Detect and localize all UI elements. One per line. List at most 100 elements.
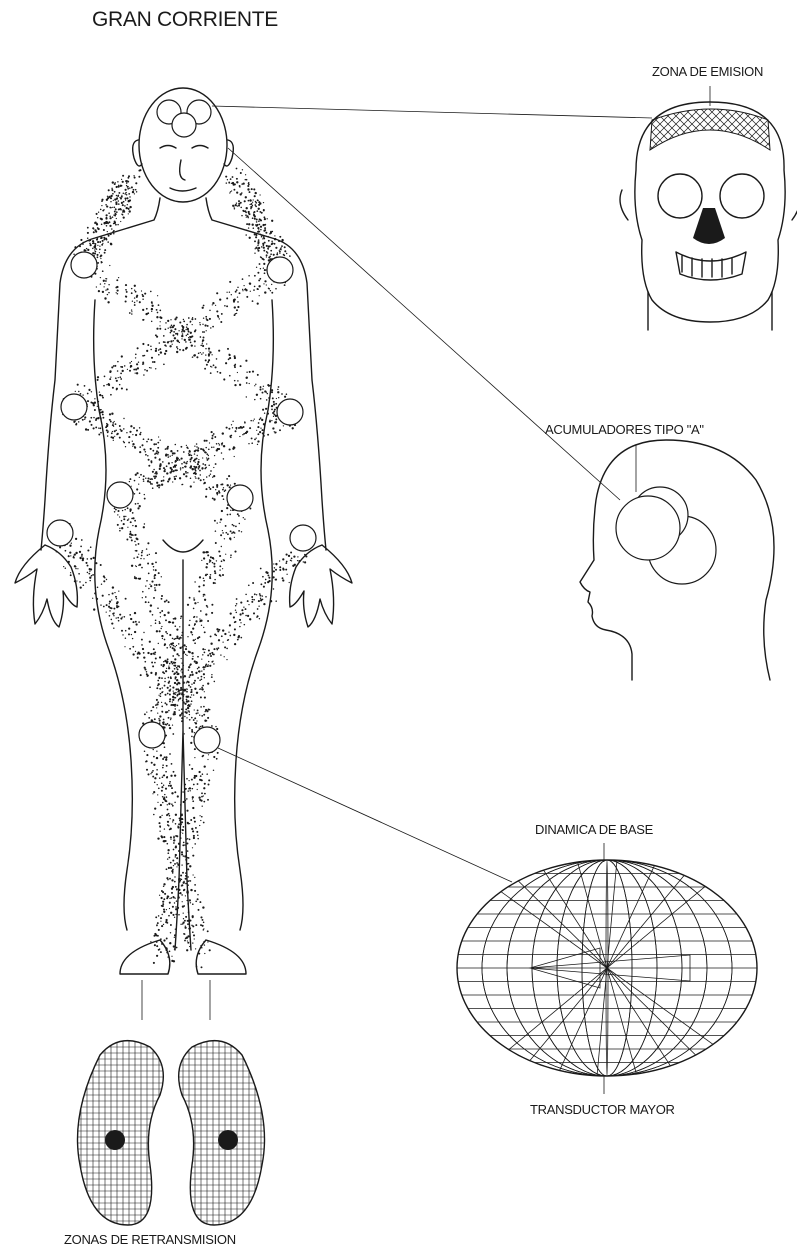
stipple-dot (211, 366, 212, 367)
stipple-dot (103, 286, 104, 287)
stipple-dot (238, 427, 240, 429)
stipple-dot (187, 920, 189, 922)
stipple-dot (135, 291, 137, 293)
stipple-dot (183, 855, 184, 856)
stipple-dot (193, 481, 194, 482)
stipple-dot (203, 483, 204, 484)
stipple-dot (226, 297, 228, 299)
stipple-dot (234, 621, 236, 623)
stipple-dot (191, 729, 193, 731)
stipple-dot (132, 191, 134, 193)
stipple-dot (195, 924, 197, 926)
stipple-dot (119, 384, 121, 386)
stipple-dot (65, 550, 67, 552)
stipple-dot (199, 618, 200, 619)
stipple-dot (208, 784, 210, 786)
stipple-dot (289, 255, 291, 257)
stipple-dot (159, 831, 160, 832)
stipple-dot (179, 626, 180, 627)
stipple-dot (254, 385, 255, 386)
stipple-dot (211, 447, 213, 449)
stipple-dot (197, 656, 199, 658)
stipple-dot (185, 648, 187, 650)
stipple-dot (219, 318, 220, 319)
stipple-dot (221, 452, 223, 454)
stipple-dot (215, 366, 217, 368)
stipple-dot (163, 898, 165, 900)
stipple-dot (192, 800, 194, 802)
stipple-dot (224, 646, 226, 648)
stipple-dot (166, 938, 168, 940)
stipple-dot (134, 297, 135, 298)
stipple-dot (113, 615, 114, 616)
stipple-dot (190, 742, 192, 744)
stipple-dot (200, 706, 202, 708)
stipple-dot (190, 691, 192, 693)
stipple-dot (155, 562, 157, 564)
stipple-dot (241, 609, 243, 611)
stipple-dot (237, 287, 238, 288)
stipple-dot (143, 632, 144, 633)
stipple-dot (103, 239, 105, 241)
stipple-dot (137, 556, 139, 558)
stipple-dot (196, 692, 198, 694)
stipple-dot (207, 361, 209, 363)
stipple-dot (258, 285, 260, 287)
stipple-dot (167, 896, 169, 898)
stipple-dot (202, 463, 204, 465)
stipple-dot (208, 455, 209, 456)
stipple-dot (97, 227, 99, 229)
stipple-dot (227, 514, 229, 516)
stipple-dot (81, 555, 83, 557)
stipple-dot (176, 835, 178, 837)
stipple-dot (202, 755, 204, 757)
stipple-dot (141, 567, 143, 569)
stipple-dot (89, 243, 91, 245)
node-left-knee (139, 722, 165, 748)
stipple-dot (159, 310, 161, 312)
stipple-dot (192, 916, 194, 918)
stipple-dot (171, 892, 173, 894)
stipple-dot (135, 357, 136, 358)
stipple-dot (73, 253, 75, 255)
stipple-dot (242, 289, 243, 290)
stipple-dot (246, 371, 247, 372)
stipple-dot (80, 393, 82, 395)
stipple-dot (170, 676, 172, 678)
stipple-dot (163, 840, 165, 842)
stipple-dot (139, 301, 141, 303)
stipple-dot (94, 398, 95, 399)
stipple-dot (242, 426, 244, 428)
stipple-dot (192, 798, 193, 799)
stipple-dot (260, 583, 262, 585)
stipple-dot (101, 244, 103, 246)
stipple-dot (174, 902, 175, 903)
stipple-dot (123, 523, 125, 525)
stipple-dot (212, 326, 214, 328)
stipple-dot (234, 551, 236, 553)
stipple-dot (190, 696, 192, 698)
stipple-dot (197, 838, 199, 840)
stipple-dot (201, 796, 203, 798)
stipple-dot (150, 478, 152, 480)
stipple-dot (193, 694, 194, 695)
stipple-dot (122, 634, 123, 635)
stipple-dot (94, 243, 96, 245)
stipple-dot (262, 409, 264, 411)
stipple-dot (202, 457, 203, 458)
stipple-dot (203, 714, 205, 716)
stipple-dot (137, 657, 139, 659)
stipple-dot (246, 217, 247, 218)
stipple-dot (155, 672, 157, 674)
stipple-dot (174, 774, 176, 776)
stipple-dot (174, 478, 176, 480)
stipple-dot (108, 383, 110, 385)
stipple-dot (126, 182, 128, 184)
stipple-dot (186, 717, 187, 718)
stipple-dot (237, 301, 239, 303)
stipple-dot (97, 376, 99, 378)
stipple-dot (156, 699, 158, 701)
stipple-dot (234, 357, 236, 359)
stipple-dot (159, 328, 161, 330)
stipple-dot (113, 440, 114, 441)
